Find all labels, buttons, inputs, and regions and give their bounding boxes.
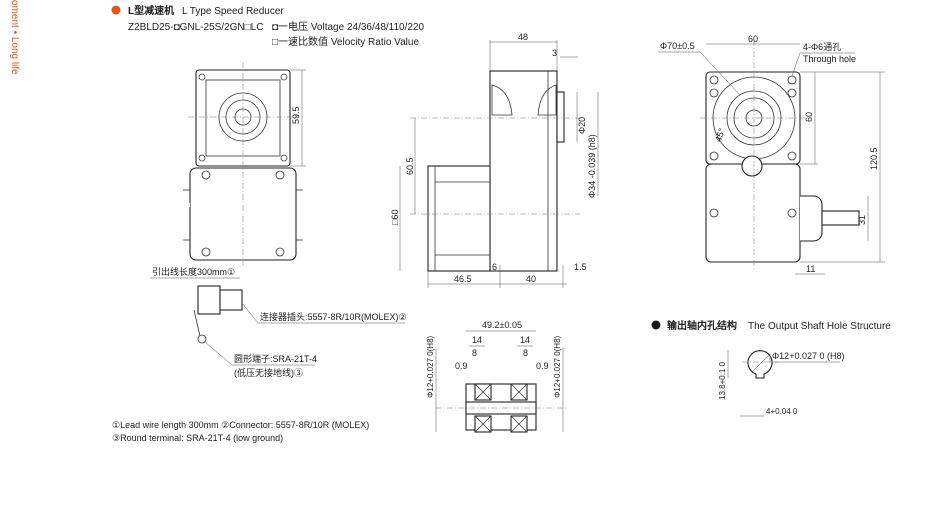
dim-14-right: 14	[520, 335, 530, 345]
lead-wire-label: 引出线长度300mm①	[152, 266, 235, 277]
dim-1-5: 1.5	[574, 262, 587, 272]
legend-ratio: □一速比数值 Velocity Ratio Value	[272, 35, 419, 48]
dim-sq60: □60	[390, 210, 400, 225]
dim-8-right: 8	[523, 348, 528, 358]
title-en: L Type Speed Reducer	[182, 6, 284, 17]
side-view: 48 3 Φ20 Φ34 -0.039 (h8) 60.5 □60 46.5 4…	[390, 32, 599, 288]
dim-14-left: 14	[472, 335, 482, 345]
section-bullet-icon	[111, 5, 121, 15]
dim-phi12-left: Φ12+0.027 0(H8)	[426, 335, 435, 398]
holes-en: Through hole	[803, 54, 856, 64]
dim-phi20: Φ20	[577, 117, 587, 134]
terminal-label-1: 圆形端子:SRA-21T-4	[234, 353, 317, 364]
dim-40: 40	[526, 274, 536, 284]
dim-60-side: 60	[804, 112, 814, 122]
dim-4: 4+0.04 0	[766, 407, 798, 416]
dim-0-9-right: 0.9	[536, 361, 549, 371]
dim-3: 3	[552, 48, 557, 58]
hole-title-en: The Output Shaft Hole Structure	[748, 321, 891, 332]
end-view: 45° 60 Φ70±0.5 4-Φ6通孔 Through hole 60 12…	[658, 34, 885, 275]
dim-31: 31	[857, 215, 867, 225]
dim-6: 6	[492, 262, 497, 272]
connector-label: 连接器插头:5557-8R/10R(MOLEX)②	[260, 311, 407, 322]
holes-cn: 4-Φ6通孔	[803, 42, 841, 52]
terminal-label-2: (低压无接地线)③	[234, 367, 303, 378]
dim-60-5: 60.5	[405, 157, 415, 175]
dim-0-9-left: 0.9	[455, 361, 468, 371]
dim-48: 48	[518, 32, 528, 42]
note-line-2: ③Round terminal: SRA-21T-4 (low ground)	[112, 433, 283, 443]
model-code: Z2BLD25-◘GNL-25S/2GN□LC	[128, 22, 263, 33]
dim-120-5: 120.5	[869, 147, 879, 170]
dim-phi70: Φ70±0.5	[660, 41, 695, 51]
dim-59-5: 59.5	[291, 106, 301, 124]
dim-phi12-hole: Φ12+0.027 0 (H8)	[772, 351, 844, 361]
legend-voltage: ◘一电压 Voltage 24/36/48/110/220	[272, 20, 425, 33]
dim-phi12-right: Φ12+0.027 0(H8)	[553, 335, 562, 398]
dim-60-top: 60	[748, 34, 758, 44]
front-view: 59.5 引出线长度300mm① 连接器插头:5557-8R/10R(MOLEX…	[126, 62, 407, 378]
shaft-section-view: 49.2±0.05 14 14 8 8 0.9 0.9 Φ12+0.027 0(…	[426, 320, 566, 433]
dim-13-8: 13.8+0.1 0	[718, 361, 727, 400]
side-tag: oment • Long life	[9, 0, 20, 75]
dim-phi34: Φ34 -0.039 (h8)	[587, 134, 597, 198]
title-cn: L型减速机	[128, 4, 174, 17]
note-line-1: ①Lead wire length 300mm ②Connector: 5557…	[112, 420, 369, 430]
dim-49-2: 49.2±0.05	[482, 320, 522, 330]
dim-8-left: 8	[472, 348, 477, 358]
dim-11: 11	[806, 264, 815, 274]
hole-structure: 输出轴内孔结构 The Output Shaft Hole Structure …	[651, 319, 891, 417]
hole-title-cn: 输出轴内孔结构	[667, 319, 737, 332]
section-bullet-icon	[651, 320, 661, 330]
dim-46-5: 46.5	[454, 274, 472, 284]
dim-45: 45°	[713, 127, 727, 144]
